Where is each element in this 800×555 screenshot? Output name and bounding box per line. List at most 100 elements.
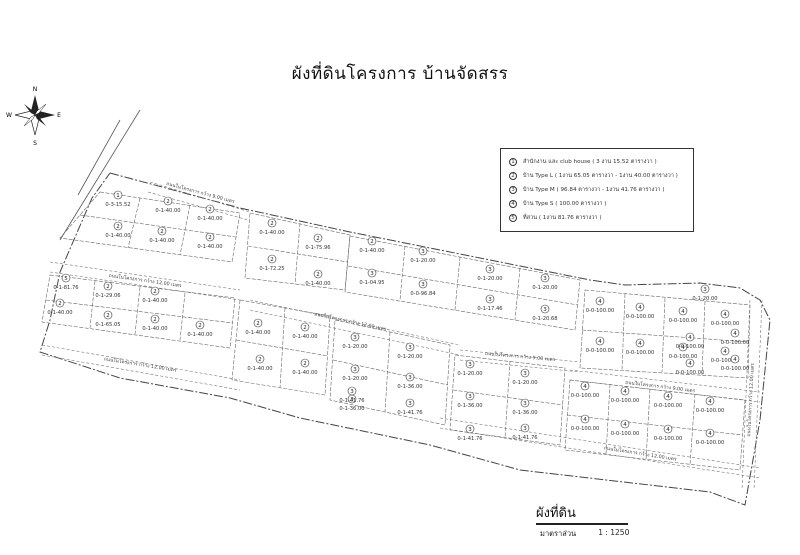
lot-number-circle bbox=[267, 218, 277, 228]
lot-label: 40-0-100.00 bbox=[626, 302, 654, 320]
legend-text: ที่สวน ( 1งาน 81.76 ตารางวา ) bbox=[523, 215, 602, 221]
lot-label: 20-1-40.00 bbox=[142, 286, 168, 304]
lot-number-circle bbox=[150, 286, 160, 296]
plan-title: ผังที่ดินโครงการ บ้านจัดสรร bbox=[291, 64, 509, 84]
lot-area: 0-1-17.46 bbox=[477, 306, 502, 312]
lot-number: 4 bbox=[583, 384, 587, 390]
lot-number: 3 bbox=[353, 367, 357, 373]
lot-number-circle bbox=[705, 428, 715, 438]
lot-number-circle bbox=[730, 354, 740, 364]
lot-number-circle bbox=[61, 273, 71, 283]
lot-area: 0-1-36.00 bbox=[512, 410, 537, 416]
lot-label: 30-1-36.00 bbox=[457, 391, 483, 409]
lot-number: 3 bbox=[421, 282, 425, 288]
legend-number: 2 bbox=[509, 172, 517, 180]
lot-label: 40-0-100.00 bbox=[654, 391, 683, 409]
lot-number-circle bbox=[580, 414, 590, 424]
lot-number-circle bbox=[685, 332, 695, 342]
lot-label: 30-1-20.00 bbox=[512, 368, 538, 386]
lot-label: 20-1-72.25 bbox=[259, 254, 285, 272]
scale: มาตราส่วน 1 : 1250 bbox=[540, 528, 629, 540]
lot-number: 2 bbox=[316, 236, 320, 242]
lot-number: 2 bbox=[256, 321, 260, 327]
lot-number-circle bbox=[350, 332, 360, 342]
lot-label: 20-1-75.96 bbox=[305, 233, 331, 251]
lot-number: 2 bbox=[270, 257, 274, 263]
lot-number: 2 bbox=[258, 357, 262, 363]
lot-area: 0-0-100.00 bbox=[654, 403, 683, 409]
lot-area: 0-1-40.00 bbox=[155, 208, 180, 214]
lot-number-circle bbox=[685, 358, 695, 368]
lot-area: 0-1-20.00 bbox=[477, 276, 502, 282]
road-label: ถนนในโครงการ กว้าง 12.00 เมตร bbox=[103, 355, 177, 373]
lot-area: 0-0-100.00 bbox=[586, 308, 615, 314]
lot-label: 20-1-40.00 bbox=[359, 236, 385, 254]
lot-number-circle bbox=[663, 424, 673, 434]
lot-label: 30-1-20.00 bbox=[532, 273, 558, 291]
lot-number: 4 bbox=[688, 361, 692, 367]
lot-area: 0-0-100.00 bbox=[696, 408, 725, 414]
lot-area: 0-1-41.76 bbox=[512, 435, 537, 441]
lot-number-circle bbox=[55, 298, 65, 308]
lot-number-circle bbox=[620, 386, 630, 396]
lot-label: 20-1-40.00 bbox=[292, 322, 318, 340]
lot-label: 20-1-40.00 bbox=[155, 196, 181, 214]
lot-label: 20-1-40.00 bbox=[197, 232, 223, 250]
lot-number-circle bbox=[520, 398, 530, 408]
lot-label: 40-0-100.00 bbox=[669, 342, 697, 360]
lot-area: 0-1-40.00 bbox=[142, 298, 167, 304]
lot-label: 30-1-20.00 bbox=[397, 342, 423, 360]
lot-number-circle bbox=[113, 190, 123, 200]
lot-area: 0-1-20.68 bbox=[532, 316, 557, 322]
lot-label: 30-1-36.00 bbox=[397, 372, 423, 390]
lot-number: 3 bbox=[523, 426, 527, 432]
lot-number-circle bbox=[620, 419, 630, 429]
road-label: ถนนในโครงการ กว้าง 12.00 เมตร bbox=[314, 310, 388, 332]
lot-number: 3 bbox=[353, 335, 357, 341]
lot-number: 4 bbox=[723, 312, 727, 318]
lot-number-circle bbox=[678, 342, 688, 352]
compass-n: N bbox=[33, 86, 38, 93]
lot-area: 0-0-100.00 bbox=[676, 344, 705, 350]
lot-number: 3 bbox=[543, 307, 547, 313]
lot-number: 4 bbox=[733, 331, 737, 337]
lot-area: 0-1-40.00 bbox=[187, 332, 212, 338]
lot-number: 3 bbox=[543, 276, 547, 282]
lot-number-circle bbox=[253, 318, 263, 328]
lot-area: 0-1-40.00 bbox=[149, 238, 174, 244]
lot-label: 20-1-40.00 bbox=[305, 269, 331, 287]
lot-label: 40-0-100.00 bbox=[676, 358, 704, 376]
lot-area: 0-1-40.00 bbox=[305, 281, 330, 287]
lot-area: 0-1-40.00 bbox=[359, 248, 384, 254]
lot-number: 4 bbox=[666, 427, 670, 433]
lot-area: 0-1-41.76 bbox=[339, 398, 364, 404]
lot-label: 30-1-41.76 bbox=[397, 398, 423, 416]
lot-number: 4 bbox=[681, 309, 685, 315]
lot-number-circle bbox=[418, 246, 428, 256]
lot-label: 20-1-40.00 bbox=[247, 354, 273, 372]
lot-area: 0-1-41.76 bbox=[397, 410, 422, 416]
lot-area: 0-1-40.00 bbox=[142, 326, 167, 332]
lot-area: 0-1-04.95 bbox=[359, 280, 384, 286]
compass-w: W bbox=[6, 112, 12, 119]
lot-label: 30-0-96.84 bbox=[410, 279, 436, 297]
lot-number: 3 bbox=[523, 401, 527, 407]
lot-number-circle bbox=[347, 386, 357, 396]
lot-area: 0-0-100.00 bbox=[571, 426, 600, 432]
lot-number: 4 bbox=[638, 305, 642, 311]
lot-label: 30-1-20.00 bbox=[457, 359, 483, 377]
lot-label: 30-1-04.95 bbox=[359, 268, 385, 286]
lot-area: 0-0-100.00 bbox=[669, 318, 698, 324]
lot-area: 0-1-40.00 bbox=[292, 370, 317, 376]
lot-area: 0-0-100.00 bbox=[571, 393, 600, 399]
lot-area: 0-1-40.00 bbox=[259, 230, 284, 236]
lot-number-circle bbox=[313, 233, 323, 243]
lot-number: 1 bbox=[116, 193, 120, 199]
lot-label: 40-0-100.00 bbox=[676, 332, 705, 350]
lot-area: 0-1-41.76 bbox=[457, 436, 482, 442]
lot-area: 0-1-36.00 bbox=[397, 384, 422, 390]
lot-number-circle bbox=[150, 314, 160, 324]
lot-number: 2 bbox=[208, 207, 212, 213]
